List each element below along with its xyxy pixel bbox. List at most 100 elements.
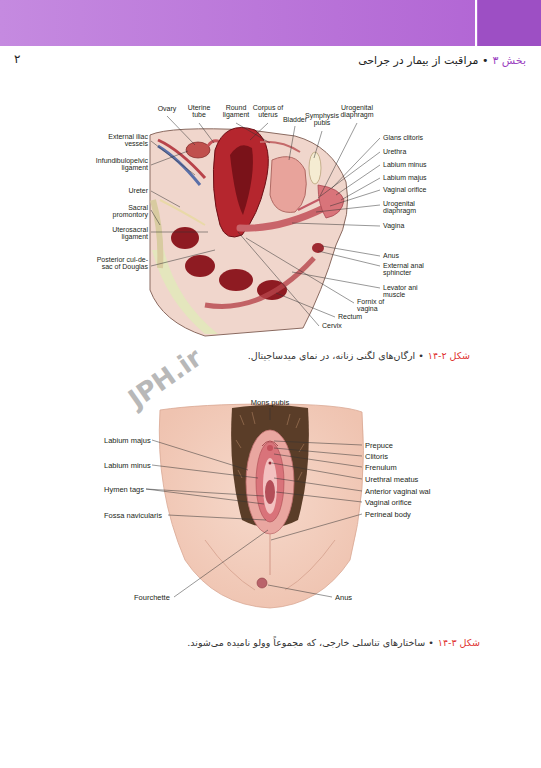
- section-title: • مراقبت از بیمار در جراحی: [358, 54, 488, 67]
- endometrium: [230, 145, 253, 215]
- leader-line: [151, 191, 180, 207]
- part-label: Labium majus: [104, 436, 151, 445]
- part-label: External iliac vessels: [100, 133, 148, 147]
- part-label: Labium majus: [383, 174, 427, 181]
- part-label: Rectum: [338, 313, 362, 320]
- labia-minora: [256, 442, 284, 522]
- leader-line: [314, 131, 322, 158]
- part-label: Vaginal orifice: [383, 186, 426, 193]
- part-label: Glans clitoris: [383, 134, 423, 141]
- figure-number: شکل ۲-۱۴: [428, 350, 470, 361]
- thigh-crease: [285, 540, 335, 590]
- part-label: Anus: [335, 593, 352, 602]
- part-label: Anus: [383, 252, 399, 259]
- part-label: Fossa navicularis: [104, 511, 162, 520]
- part-label: Infundibulopelvic ligament: [88, 157, 148, 171]
- part-label: Cervix: [322, 322, 342, 329]
- rectum: [171, 227, 199, 249]
- part-label: Perineal body: [365, 510, 411, 519]
- sagittal-illustration: [150, 128, 348, 337]
- part-label: Ureter: [129, 187, 148, 194]
- anal-sphincter: [312, 243, 324, 253]
- leader-line: [274, 454, 362, 467]
- part-label: Clitoris: [365, 452, 388, 461]
- part-label: Uterosacral ligament: [104, 226, 148, 240]
- part-label: Prepuce: [365, 441, 393, 450]
- leader-line: [316, 205, 380, 212]
- part-label: Levator ani muscle: [383, 284, 427, 298]
- leader-line: [236, 123, 270, 143]
- clitoris: [267, 445, 273, 451]
- leader-line: [274, 448, 362, 456]
- vulva: [318, 185, 344, 218]
- header-bar: [0, 0, 541, 46]
- part-label: Urogenital diaphragm: [383, 200, 427, 214]
- part-label: Symphysis pubis: [304, 112, 340, 126]
- leader-line: [332, 138, 380, 188]
- leader-line: [151, 232, 208, 233]
- sacrum: [153, 200, 160, 268]
- part-label: External anal sphincter: [383, 262, 439, 276]
- urethral-meatus: [269, 462, 272, 465]
- vestibule: [263, 458, 277, 514]
- labia-majora: [246, 430, 294, 534]
- leader-line: [341, 178, 380, 200]
- part-label: Vagina: [383, 222, 404, 229]
- leader-line: [151, 151, 188, 165]
- symphysis: [309, 152, 321, 184]
- perineal-raphe: [270, 534, 271, 575]
- part-label: Fourchette: [134, 593, 170, 602]
- rectum: [185, 255, 215, 277]
- leader-line: [250, 123, 268, 140]
- thigh-crease: [205, 540, 255, 590]
- leader-line: [289, 126, 295, 160]
- leader-line: [322, 246, 380, 256]
- leader-line: [152, 465, 258, 478]
- page-number: ۲: [14, 52, 20, 66]
- part-label: Labium minus: [104, 461, 151, 470]
- part-label: Sacral promontory: [106, 204, 148, 218]
- ureter: [160, 200, 205, 225]
- vagina: [240, 207, 326, 228]
- header-divider: [475, 0, 477, 46]
- part-label: Ovary: [158, 105, 177, 112]
- vulva-illustration: [159, 404, 363, 608]
- leader-line: [272, 463, 362, 479]
- ovary: [186, 142, 210, 158]
- figure-caption: • ارگان‌های لگنی زنانه، در نمای میدساجیت…: [248, 350, 424, 361]
- leader-line: [151, 210, 160, 225]
- section-number: بخش ۳: [492, 54, 526, 67]
- leader-line: [152, 440, 248, 470]
- levator-ani: [205, 258, 314, 306]
- rectum: [219, 269, 253, 291]
- part-label: Urethral meatus: [365, 475, 418, 484]
- bladder: [270, 157, 306, 213]
- leader-line: [318, 152, 380, 198]
- leader-line: [167, 116, 195, 145]
- leader-line: [318, 251, 380, 266]
- leader-line: [292, 272, 380, 288]
- part-label: Vaginal orifice: [365, 498, 412, 507]
- leader-line: [146, 489, 264, 504]
- part-label: Posterior cul-de-sac of Douglas: [96, 256, 148, 270]
- leader-line: [246, 238, 354, 303]
- body-outline: [159, 404, 363, 608]
- leader-line: [271, 514, 362, 540]
- leader-line: [238, 232, 319, 326]
- leader-line: [151, 250, 215, 266]
- part-label: Labium minus: [383, 161, 427, 168]
- round-ligament: [260, 142, 300, 152]
- leader-line: [151, 141, 195, 175]
- figure-number: شکل ۳-۱۴: [438, 637, 480, 648]
- part-label: Mons pubis: [251, 398, 289, 407]
- leader-line: [199, 123, 214, 143]
- part-label: Uterine tube: [183, 104, 215, 118]
- leader-line: [174, 530, 268, 597]
- vaginal-opening: [265, 480, 275, 504]
- part-label: Bladder: [283, 116, 307, 123]
- leader-line: [276, 293, 335, 317]
- leader-line: [276, 492, 362, 502]
- leader-line: [268, 585, 332, 597]
- anus: [257, 578, 267, 588]
